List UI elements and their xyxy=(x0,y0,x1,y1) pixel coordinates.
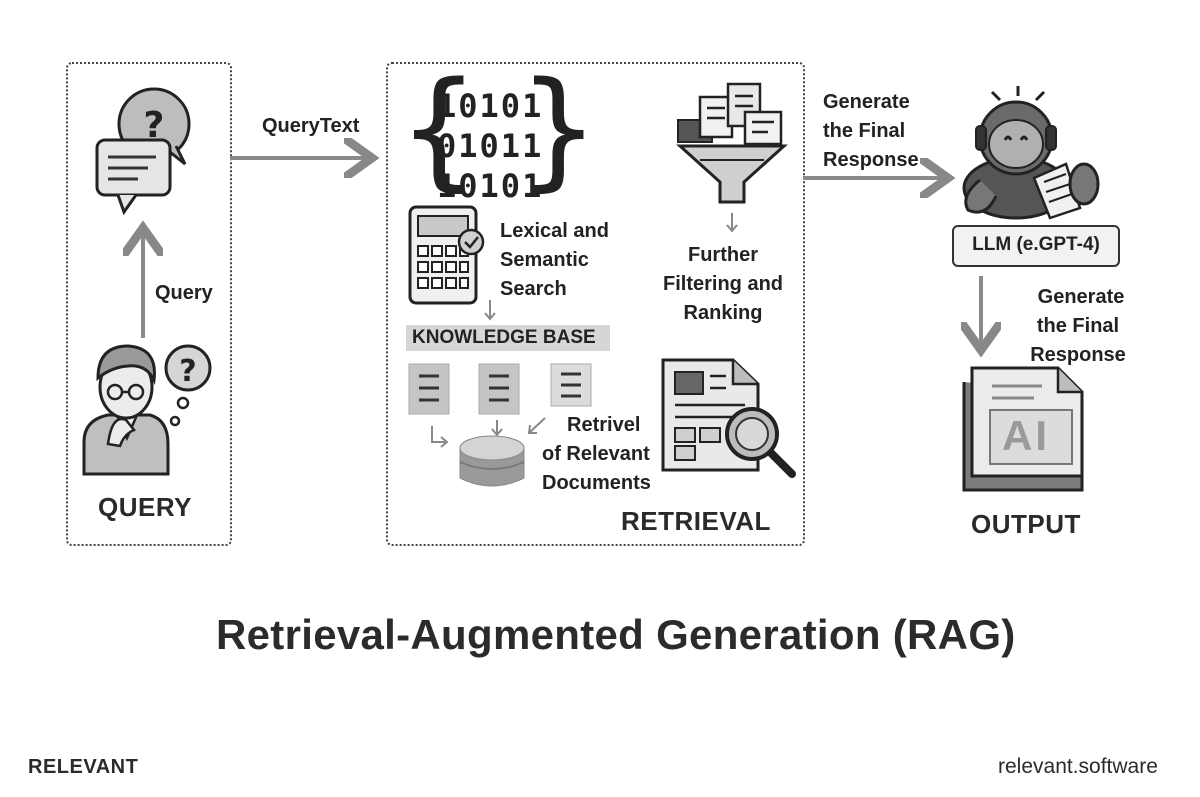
binary-line: 10101 xyxy=(437,87,544,125)
document-magnifier-icon xyxy=(661,358,796,478)
binary-code: 10101 01011 10101 xyxy=(437,86,543,206)
query-panel xyxy=(66,62,232,546)
output-doc-text: AI xyxy=(1002,412,1050,459)
query-arrow-label: Query xyxy=(155,282,213,304)
binary-brace-left-icon: { xyxy=(398,55,480,204)
svg-text:?: ? xyxy=(179,354,196,389)
knowledge-base-label: KNOWLEDGE BASE xyxy=(406,325,610,351)
query-section-label: QUERY xyxy=(98,492,192,522)
calculator-icon xyxy=(408,205,485,305)
database-icon xyxy=(459,435,525,487)
binary-line: 10101 xyxy=(437,167,544,205)
binary-brace-right-icon: } xyxy=(518,55,600,204)
output-section-label: OUTPUT xyxy=(971,509,1081,539)
thinking-person-icon: ? xyxy=(82,344,212,476)
retrieval-panel xyxy=(386,62,805,546)
site-url[interactable]: relevant.software xyxy=(998,755,1158,778)
binary-line: 01011 xyxy=(437,127,544,165)
output-document-icon xyxy=(962,366,1084,492)
chat-bubbles-icon: ? xyxy=(95,87,191,216)
diagram-title: Retrieval-Augmented Generation (RAG) xyxy=(216,611,1016,658)
search-label: Lexical and Semantic Search xyxy=(500,220,609,300)
funnel-icon xyxy=(676,82,788,233)
filter-ranking-label: Further Filtering and Ranking xyxy=(663,244,783,324)
querytext-label: QueryText xyxy=(262,115,360,137)
svg-text:?: ? xyxy=(144,105,165,146)
retrieve-documents-label: Retrivel of Relevant Documents xyxy=(542,414,651,494)
kb-documents-icon xyxy=(408,363,592,415)
generate-label-top: Generate the Final Response xyxy=(823,91,919,171)
retrieval-section-label: RETRIEVAL xyxy=(621,506,771,536)
robot-icon xyxy=(962,86,1100,220)
generate-label-bottom: Generate the Final Response xyxy=(1030,286,1126,366)
brand-logo: RELEVANT xyxy=(28,756,139,778)
llm-badge: LLM (e.GPT-4) xyxy=(952,225,1120,267)
